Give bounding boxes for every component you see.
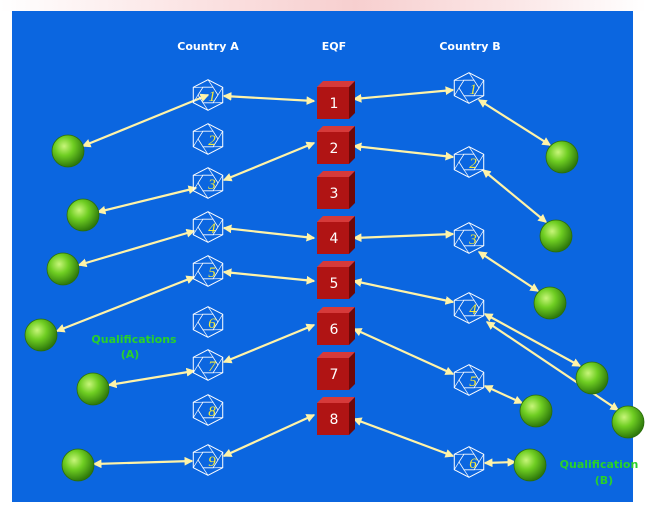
qualifications-a-label-line2: (A) [121, 348, 140, 361]
qualification-a-ball [66, 198, 100, 232]
qualification-b-ball [539, 219, 573, 253]
national-level-number: 5 [469, 374, 477, 390]
arrow-layer [55, 86, 620, 469]
mapping-arrow [483, 457, 517, 468]
country-b-level-3: 3 [453, 222, 485, 254]
eqf-level-number: 4 [330, 231, 339, 247]
national-level-number: 5 [208, 265, 216, 281]
qualification-b-ball [545, 140, 579, 174]
national-level-number: 3 [207, 177, 216, 193]
national-level-number: 7 [208, 359, 217, 375]
country-a-level-1: 1 [192, 79, 224, 111]
eqf-level-4: 4 [317, 216, 355, 254]
country-b-level-2: 2 [453, 146, 485, 178]
country-a-level-9: 9 [192, 444, 224, 476]
mapping-arrow [481, 169, 548, 223]
eqf-level-number: 7 [330, 367, 339, 383]
qualification-b-label-line2: (B) [595, 474, 613, 487]
national-level-number: 4 [469, 302, 477, 318]
qualification-a-ball [24, 318, 58, 352]
national-level-number: 6 [208, 316, 216, 332]
country-a-level-4: 4 [192, 211, 224, 243]
eqf-level-3: 3 [317, 171, 355, 209]
mapping-arrow [477, 251, 540, 292]
eqf-level-2: 2 [317, 126, 355, 164]
country-a-level-8: 8 [192, 394, 224, 426]
national-level-layer: 1 2 3 4 5 6 7 8 9 1 2 3 4 5 6 [192, 72, 485, 478]
national-level-number: 4 [208, 221, 216, 237]
mapping-arrow [222, 141, 316, 182]
national-level-number: 2 [469, 156, 477, 172]
mapping-arrow [77, 228, 196, 268]
mapping-arrow [352, 86, 455, 103]
national-level-number: 6 [469, 456, 477, 472]
eqf-level-number: 8 [330, 412, 339, 428]
eqf-level-5: 5 [317, 261, 355, 299]
mapping-arrow [483, 385, 524, 404]
eqf-level-number: 2 [330, 141, 339, 157]
eqf-level-8: 8 [317, 397, 355, 435]
qualification-b-ball [611, 405, 645, 439]
mapping-arrow [222, 413, 316, 458]
mapping-arrow [222, 323, 316, 364]
qualification-b-label-line1: Qualification [560, 458, 639, 471]
qualification-b-ball [575, 361, 609, 395]
mapping-arrow [477, 99, 552, 146]
mapping-arrow [222, 92, 316, 105]
country-a-level-5: 5 [192, 255, 224, 287]
national-level-number: 2 [208, 133, 216, 149]
mapping-arrow [352, 142, 455, 161]
top-gradient-strip [0, 0, 646, 11]
eqf-level-number: 3 [330, 186, 339, 202]
mapping-arrow [55, 275, 196, 333]
qualification-ball-layer [24, 134, 645, 482]
country-b-level-6: 6 [453, 446, 485, 478]
qualification-b-ball [519, 394, 553, 428]
eqf-level-number: 1 [330, 96, 339, 112]
mapping-arrow [222, 268, 316, 285]
country-a-level-7: 7 [192, 349, 224, 381]
mapping-arrow [352, 278, 455, 305]
mapping-arrow [222, 224, 316, 242]
country-a-level-6: 6 [192, 306, 224, 338]
country-b-level-1: 1 [453, 72, 485, 104]
national-level-number: 8 [208, 404, 216, 420]
mapping-arrow [483, 313, 582, 367]
mapping-arrow [81, 93, 210, 148]
country-a-level-2: 2 [192, 123, 224, 155]
mapping-arrow [352, 229, 455, 243]
eqf-level-7: 7 [317, 352, 355, 390]
eqf-level-6: 6 [317, 307, 355, 345]
qualification-a-ball [61, 448, 95, 482]
qualification-b-ball [513, 448, 547, 482]
qualification-a-ball [76, 372, 110, 406]
eqf-level-number: 5 [330, 276, 339, 292]
mapping-arrow [92, 456, 194, 469]
country-b-level-5: 5 [453, 364, 485, 396]
mapping-arrow [107, 367, 196, 389]
mapping-arrow [352, 327, 455, 376]
country-b-header: Country B [439, 40, 500, 53]
qualification-a-ball [51, 134, 85, 168]
national-level-number: 9 [208, 454, 216, 470]
mapping-arrow [485, 321, 620, 411]
mapping-arrow [352, 417, 455, 458]
country-a-level-3: 3 [192, 167, 224, 199]
country-b-level-4: 4 [453, 292, 485, 324]
qualification-b-ball [533, 286, 567, 320]
qualification-a-ball [46, 252, 80, 286]
eqf-level-number: 6 [330, 322, 339, 338]
mapping-arrow [96, 185, 198, 215]
national-level-number: 1 [469, 82, 477, 98]
qualifications-a-label-line1: Qualifications [91, 333, 177, 346]
eqf-header: EQF [322, 40, 346, 53]
national-level-number: 3 [468, 232, 477, 248]
national-level-number: 1 [208, 89, 216, 105]
eqf-level-1: 1 [317, 81, 355, 119]
country-a-header: Country A [177, 40, 239, 53]
eqf-level-layer: 1 2 3 4 5 6 7 8 [317, 81, 355, 435]
